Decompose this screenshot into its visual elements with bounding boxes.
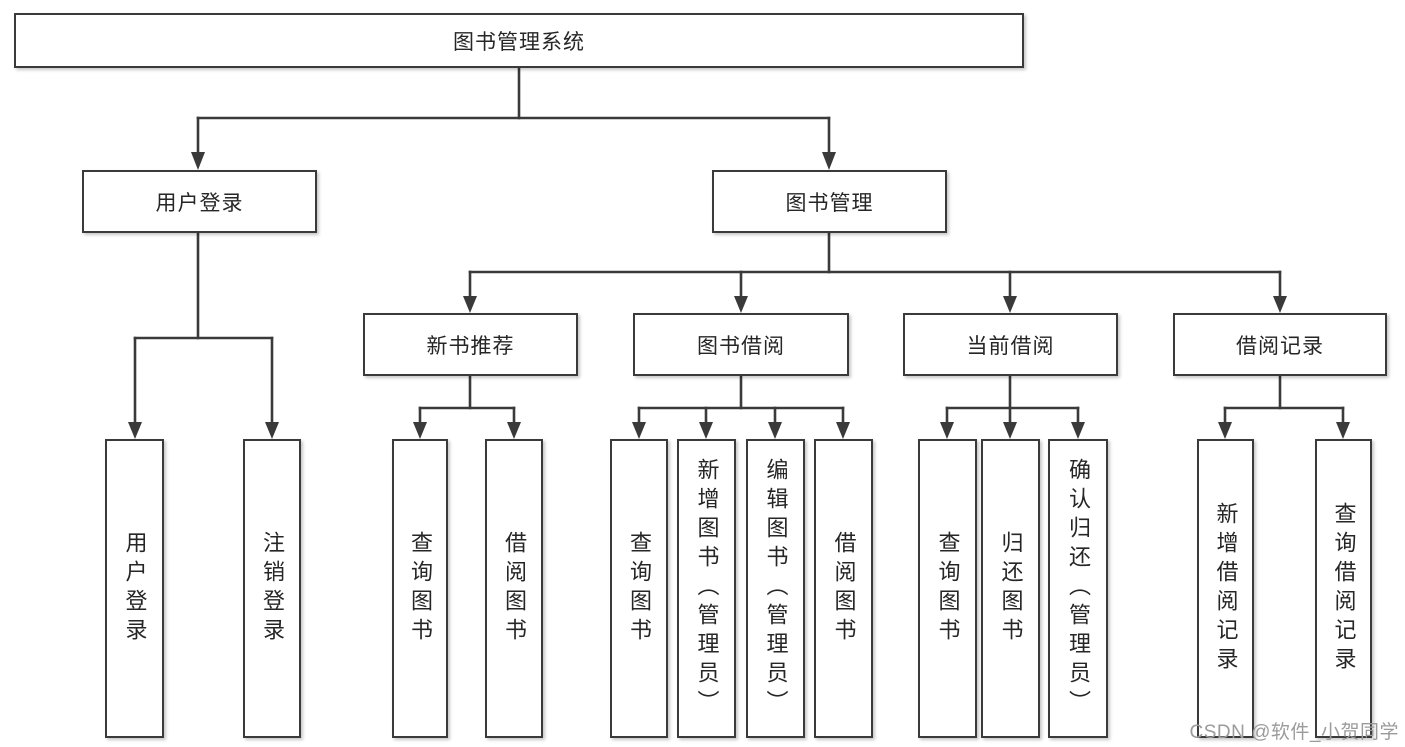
node-borrowing-records: 借阅记录 <box>1173 313 1387 376</box>
arrowheads-group <box>128 152 1350 439</box>
node-book-borrowing: 图书借阅 <box>633 313 849 376</box>
leaf-logout: 注销登录 <box>243 439 301 738</box>
leaf-query-books-current: 查询图书 <box>918 439 977 738</box>
node-root: 图书管理系统 <box>14 13 1024 68</box>
leaf-query-books-borrowing: 查询图书 <box>610 439 668 738</box>
node-book-management: 图书管理 <box>712 170 947 233</box>
node-user-login: 用户登录 <box>82 170 317 233</box>
leaf-confirm-return-admin: 确认归还（管理员） <box>1048 439 1108 738</box>
leaf-user-login: 用户登录 <box>105 439 164 738</box>
leaf-return-book: 归还图书 <box>981 439 1040 738</box>
leaf-query-borrow-record: 查询借阅记录 <box>1315 439 1372 738</box>
leaf-edit-book-admin: 编辑图书（管理员） <box>746 439 805 738</box>
leaf-borrow-books-recommend: 借阅图书 <box>485 439 543 738</box>
leaf-query-books-recommend: 查询图书 <box>392 439 448 738</box>
node-current-borrowing: 当前借阅 <box>903 313 1118 376</box>
leaf-borrow-books-borrowing: 借阅图书 <box>814 439 873 738</box>
connector-stroke-group <box>133 66 1345 426</box>
node-new-book-recommendation: 新书推荐 <box>363 313 578 376</box>
leaf-add-book-admin: 新增图书（管理员） <box>677 439 736 738</box>
csdn-watermark: CSDN @软件_小贺同学 <box>1189 722 1399 743</box>
leaf-add-borrow-record: 新增借阅记录 <box>1197 439 1254 738</box>
